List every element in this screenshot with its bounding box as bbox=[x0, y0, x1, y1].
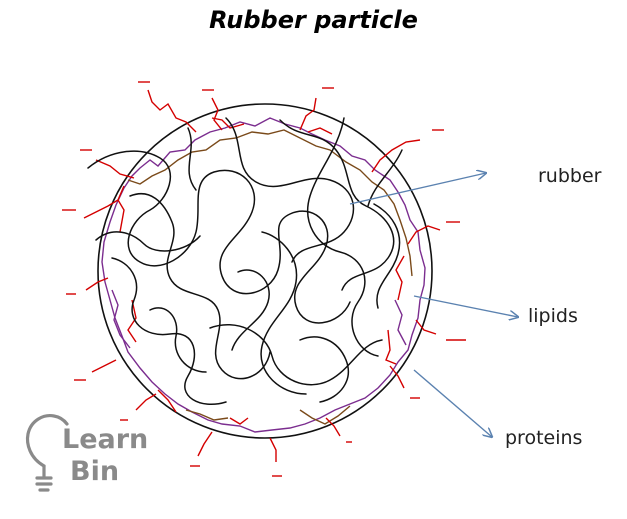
diagram-title: Rubber particle bbox=[209, 6, 418, 34]
label-lipids: lipids bbox=[528, 305, 578, 327]
arrow-lipids bbox=[413, 295, 518, 317]
label-rubber: rubber bbox=[538, 165, 602, 187]
logo-text-bin: Bin bbox=[70, 456, 120, 487]
arrow-rubber bbox=[349, 173, 486, 205]
lipid-layer bbox=[101, 117, 426, 433]
label-proteins: proteins bbox=[505, 427, 583, 449]
lightbulb-icon bbox=[25, 414, 69, 492]
logo-text-learn: Learn bbox=[62, 424, 149, 455]
arrow-proteins bbox=[413, 369, 492, 437]
protein-layer bbox=[62, 81, 466, 477]
rubber-chains bbox=[87, 117, 403, 405]
particle-boundary bbox=[97, 103, 433, 439]
